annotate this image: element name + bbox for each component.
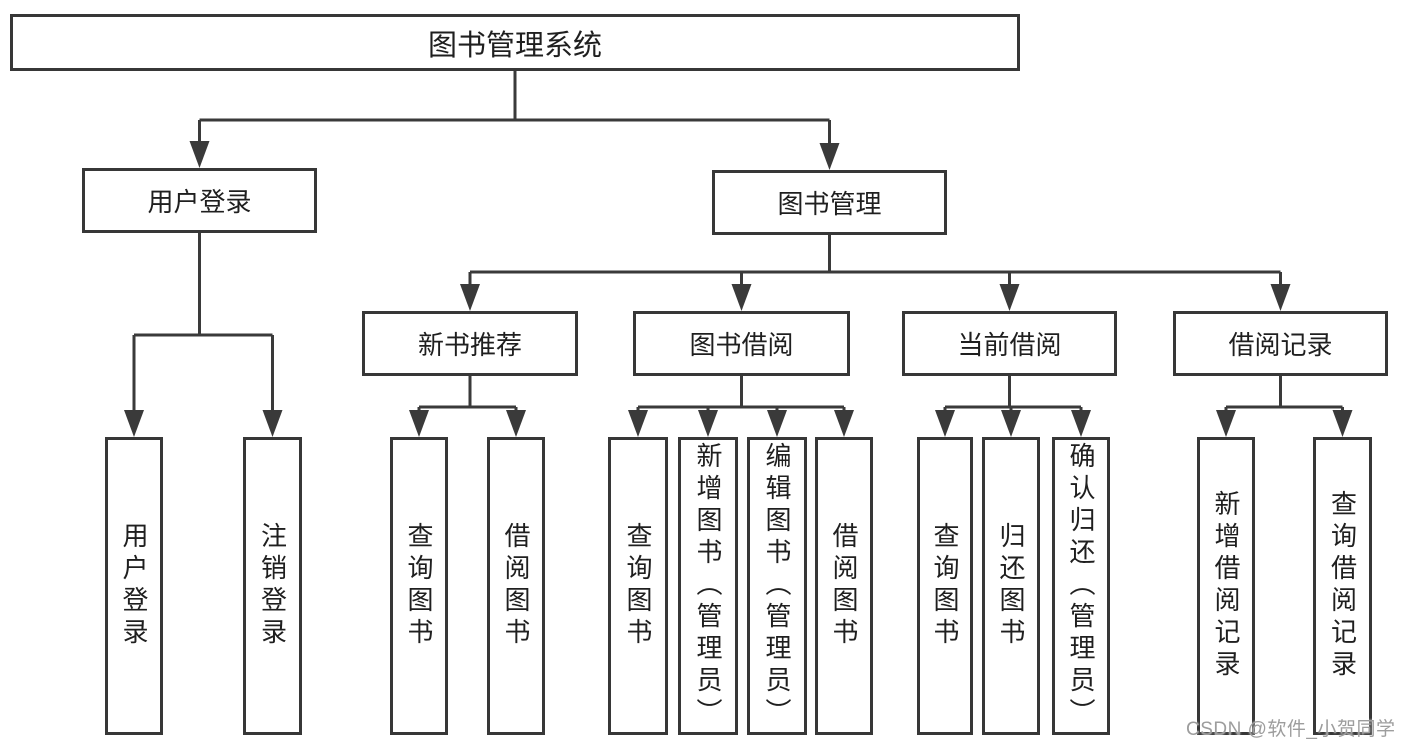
- node-label: 查询图书: [930, 522, 960, 650]
- node-root: 图书管理系统: [10, 14, 1020, 71]
- node-label: 确认归还（管理员）: [1066, 442, 1096, 730]
- edge-current-borrow: [935, 376, 1091, 437]
- arrowhead: [460, 284, 480, 311]
- node-rd-query: 查询借阅记录: [1313, 437, 1372, 735]
- node-bor-edit: 编辑图书（管理员）: [747, 437, 807, 735]
- edge-new-book-rec: [409, 376, 526, 437]
- edge-book-borrow: [628, 376, 854, 437]
- arrowhead: [124, 410, 144, 437]
- arrowhead: [506, 410, 526, 437]
- node-label: 用户登录: [147, 187, 252, 217]
- node-label: 查询图书: [404, 522, 434, 650]
- node-cur-query: 查询图书: [917, 437, 973, 735]
- arrowhead: [1071, 410, 1091, 437]
- arrowhead: [262, 410, 283, 437]
- node-book-mgmt: 图书管理: [712, 170, 947, 235]
- node-new-book-rec: 新书推荐: [362, 311, 578, 376]
- node-bor-add: 新增图书（管理员）: [678, 437, 738, 735]
- arrowhead: [1332, 410, 1353, 437]
- node-book-borrow: 图书借阅: [633, 311, 850, 376]
- node-label: 当前借阅: [957, 330, 1062, 360]
- node-label: 借阅图书: [829, 522, 859, 650]
- arrowhead: [698, 410, 718, 437]
- node-borrow-records: 借阅记录: [1173, 311, 1388, 376]
- node-label: 归还图书: [996, 522, 1026, 650]
- node-rd-add: 新增借阅记录: [1197, 437, 1255, 735]
- watermark: CSDN @软件_小贺同学: [1186, 719, 1396, 740]
- node-cur-return: 归还图书: [982, 437, 1040, 735]
- node-label: 用户登录: [119, 522, 149, 650]
- node-label: 图书借阅: [689, 330, 794, 360]
- node-label: 查询图书: [623, 522, 653, 650]
- node-bor-borrow: 借阅图书: [815, 437, 873, 735]
- node-rec-query: 查询图书: [390, 437, 448, 735]
- arrowhead: [1270, 284, 1291, 311]
- arrowhead: [731, 284, 752, 311]
- arrowhead: [1216, 410, 1236, 437]
- arrowhead: [819, 143, 840, 170]
- node-label: 图书管理系统: [427, 29, 602, 62]
- arrowhead: [834, 410, 854, 437]
- node-login-logout: 注销登录: [243, 437, 302, 735]
- arrowhead: [999, 284, 1020, 311]
- node-label: 新增借阅记录: [1211, 490, 1241, 682]
- node-label: 编辑图书（管理员）: [762, 442, 792, 730]
- node-label: 借阅图书: [501, 522, 531, 650]
- node-user-login: 用户登录: [82, 168, 317, 233]
- node-label: 新书推荐: [417, 330, 522, 360]
- arrowhead: [767, 410, 787, 437]
- edge-root: [189, 71, 840, 170]
- edge-user-login: [124, 233, 283, 437]
- arrowhead: [189, 141, 210, 168]
- arrowhead: [628, 410, 648, 437]
- edge-book-mgmt: [460, 235, 1291, 311]
- node-current-borrow: 当前借阅: [902, 311, 1117, 376]
- arrowhead: [935, 410, 955, 437]
- edge-borrow-records: [1216, 376, 1353, 437]
- node-label: 查询借阅记录: [1327, 490, 1358, 682]
- node-login-user: 用户登录: [105, 437, 163, 735]
- node-label: 借阅记录: [1228, 330, 1333, 360]
- arrowhead: [409, 410, 429, 437]
- node-label: 图书管理: [777, 189, 882, 219]
- arrowhead: [1001, 410, 1021, 437]
- node-label: 注销登录: [257, 522, 288, 650]
- node-cur-confirm: 确认归还（管理员）: [1052, 437, 1110, 735]
- node-bor-query: 查询图书: [608, 437, 668, 735]
- node-label: 新增图书（管理员）: [693, 442, 723, 730]
- node-rec-borrow: 借阅图书: [487, 437, 545, 735]
